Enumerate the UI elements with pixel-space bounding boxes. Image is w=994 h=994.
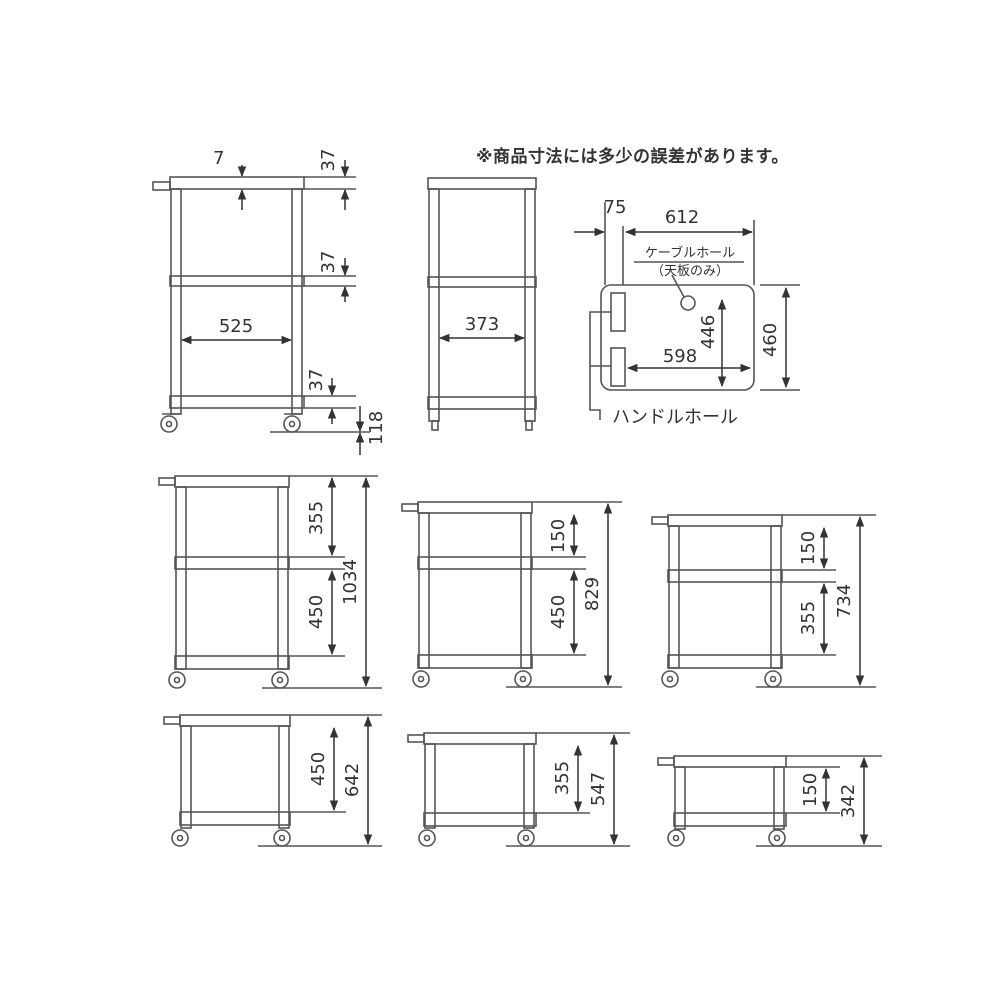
cart-642-drawing	[163, 714, 382, 847]
gap-middle-label: 37	[318, 251, 339, 274]
cart-1034-drawing	[158, 475, 382, 689]
gap-top-label: 37	[318, 149, 339, 172]
cart-342-drawing	[657, 755, 882, 847]
top-thickness-label: 7	[213, 148, 224, 169]
cart-642-height-label: 642	[342, 763, 363, 797]
gap-lower-label: 37	[306, 369, 327, 392]
top-view-drawing	[589, 202, 800, 420]
overall-depth-label: 460	[760, 323, 781, 357]
cart-342-shelf-label: 150	[800, 773, 821, 807]
cart-1034-upper-label: 355	[306, 501, 327, 535]
cart-547-arrows	[573, 733, 619, 846]
cart-547-height-label: 547	[588, 772, 609, 806]
cart-547-drawing	[407, 732, 630, 847]
side-view-dimension-arrows	[180, 160, 365, 455]
cart-1034-height-label: 1034	[340, 559, 361, 605]
cart-642-shelf-label: 450	[308, 752, 329, 786]
cart-734-height-label: 734	[834, 584, 855, 618]
cart-734-upper-label: 150	[798, 531, 819, 565]
side-view-drawing	[152, 176, 370, 433]
cart-1034-arrows	[327, 476, 371, 688]
cart-829-upper-label: 150	[548, 519, 569, 553]
cart-829-arrows	[569, 502, 613, 687]
cable-hole-note: （天板のみ）	[651, 264, 729, 279]
handle-width-label: 75	[604, 197, 627, 218]
cable-hole-label: ケーブルホール	[645, 245, 735, 261]
cart-734-arrows	[819, 515, 865, 687]
bottom-gap-label: 118	[366, 411, 387, 445]
overall-width-label: 612	[665, 207, 699, 228]
cart-342-height-label: 342	[838, 784, 859, 818]
cart-547-shelf-label: 355	[552, 761, 573, 795]
depth-label: 373	[465, 314, 499, 335]
cart-342-arrows	[821, 756, 869, 846]
cart-829-height-label: 829	[582, 577, 603, 611]
cart-1034-lower-label: 450	[306, 595, 327, 629]
top-view-dimension-arrows	[574, 227, 791, 389]
width-label: 525	[219, 316, 253, 337]
handle-hole-label: ハンドルホール	[612, 407, 738, 428]
cart-734-drawing	[651, 514, 876, 688]
inner-depth-label: 446	[698, 315, 719, 349]
cart-642-arrows	[329, 715, 373, 846]
cart-734-lower-label: 355	[798, 601, 819, 635]
disclaimer-note: ※商品寸法には多少の誤差があります。	[476, 147, 789, 167]
cart-829-drawing	[401, 501, 622, 688]
cart-829-lower-label: 450	[548, 595, 569, 629]
front-view-drawing	[427, 177, 537, 431]
inner-width-label: 598	[663, 346, 697, 367]
